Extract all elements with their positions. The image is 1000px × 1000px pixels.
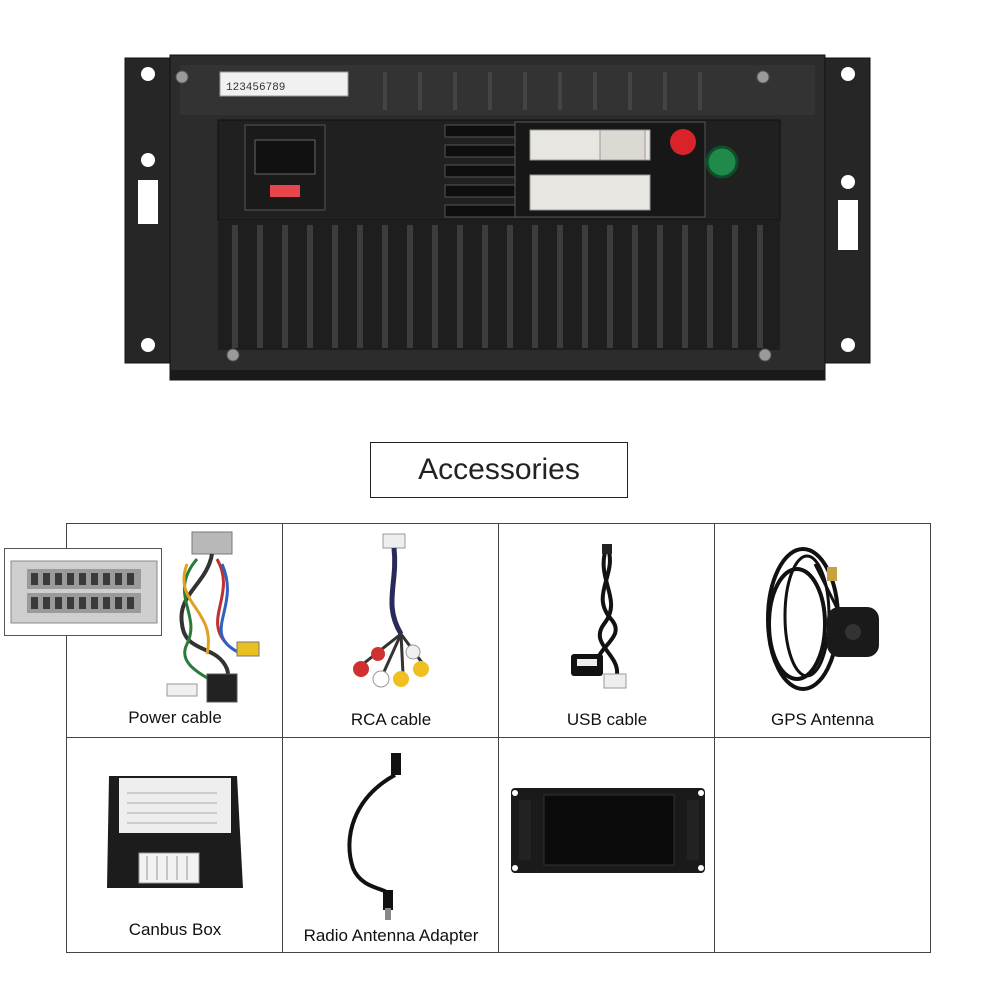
canbus-box-label: Canbus Box [128,920,222,939]
radio-antenna-adapter-label: Radio Antenna Adapter [303,926,479,945]
head-unit-icon [511,788,705,873]
usb-cable-label: USB cable [566,710,648,729]
connector-closeup-inset [4,548,162,636]
accessory-cell-radio-antenna-adapter: Radio Antenna Adapter [282,737,500,953]
rca-cable-label: RCA cable [350,710,432,729]
accessory-cell-usb-cable: USB cable [498,523,716,739]
power-cable-label: Power cable [128,708,222,727]
power-cable-icon [166,531,260,703]
usb-cable-icon [571,544,627,689]
canbus-box-icon [107,776,243,888]
accessory-cell-empty [714,737,931,953]
accessories-title: Accessories [370,442,628,498]
head-unit-back-photo: 123456789 [120,50,880,395]
connector-closeup-icon [10,560,158,624]
accessory-cell-head-unit [498,737,716,953]
accessory-cell-gps-antenna: GPS Antenna [714,523,931,739]
rca-cable-icon [353,533,429,688]
gps-antenna-label: GPS Antenna [770,710,875,729]
gps-antenna-icon [766,547,879,691]
radio-antenna-adapter-icon [347,753,401,920]
head-unit-back-illustration: 123456789 [124,54,871,381]
accessory-cell-canbus-box: Canbus Box [66,737,284,953]
accessory-cell-rca-cable: RCA cable [282,523,500,739]
label-sticker-text: 123456789 [226,82,285,94]
